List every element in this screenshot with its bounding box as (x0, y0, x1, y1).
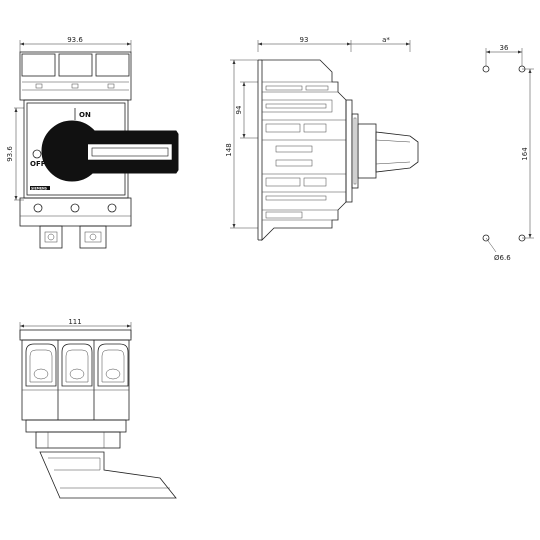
side-upper-label: 94 (235, 105, 243, 114)
front-width-dimension: 93.6 (19, 36, 132, 52)
hole-vertical-dimension: 164 (521, 68, 534, 239)
front-terminal-1 (21, 53, 56, 77)
side-depth-dimension: 93 a* (257, 36, 411, 52)
front-height-label: 93.6 (6, 146, 14, 162)
bottom-base-plate (25, 419, 127, 433)
bottom-escutcheon (35, 431, 121, 449)
side-body-outline (261, 59, 347, 241)
front-terminal-2 (58, 53, 93, 77)
front-clamp-1 (39, 225, 63, 249)
side-knob-base (351, 113, 359, 189)
side-knob-shaft (357, 123, 377, 179)
mounting-hole-bottom-left (482, 234, 490, 242)
bottom-terminal-3 (97, 343, 129, 387)
side-depth-label: 93 (300, 36, 309, 44)
hole-spacing-dimension: 36 (485, 44, 523, 66)
bottom-terminal-1 (25, 343, 57, 387)
front-view: 93.6 93.6 ON (6, 36, 179, 249)
side-escutcheon (345, 99, 353, 203)
hole-pattern-view: 36 164 Ø6.6 (482, 44, 534, 262)
mounting-hole-top-left (482, 65, 490, 73)
front-height-dimension: 93.6 (6, 107, 24, 201)
bottom-width-dimension: 111 (19, 318, 132, 338)
on-label: ON (79, 111, 91, 119)
front-clamp-2 (79, 225, 107, 249)
front-width-label: 93.6 (67, 36, 83, 44)
off-indicator-mark (32, 149, 42, 159)
side-extra-label: a* (382, 36, 390, 44)
bottom-terminal-2 (61, 343, 93, 387)
off-label: OFF (30, 160, 46, 168)
side-view: 93 a* 94 148 (225, 36, 419, 241)
bottom-top-strip (19, 329, 132, 341)
side-total-label: 148 (225, 143, 233, 156)
bottom-main-housing (21, 339, 130, 421)
mounting-hole-bottom-right (518, 234, 526, 242)
bottom-handle (39, 451, 177, 499)
bottom-view: 111 (19, 318, 177, 499)
bottom-width-label: 111 (68, 318, 81, 326)
brand-label: SIEMENS (31, 186, 48, 190)
hole-diameter-label: Ø6.6 (494, 254, 511, 262)
side-handle (375, 131, 419, 173)
screw-1 (33, 203, 43, 213)
hole-vertical-label: 164 (521, 147, 529, 161)
side-upper-dimension: 94 (235, 81, 258, 139)
side-total-dimension: 148 (225, 59, 258, 229)
mounting-hole-top-right (518, 65, 526, 73)
front-terminal-3 (95, 53, 130, 77)
screw-3 (107, 203, 117, 213)
hole-spacing-label: 36 (500, 44, 509, 52)
front-lower-housing (19, 197, 132, 227)
screw-2 (70, 203, 80, 213)
